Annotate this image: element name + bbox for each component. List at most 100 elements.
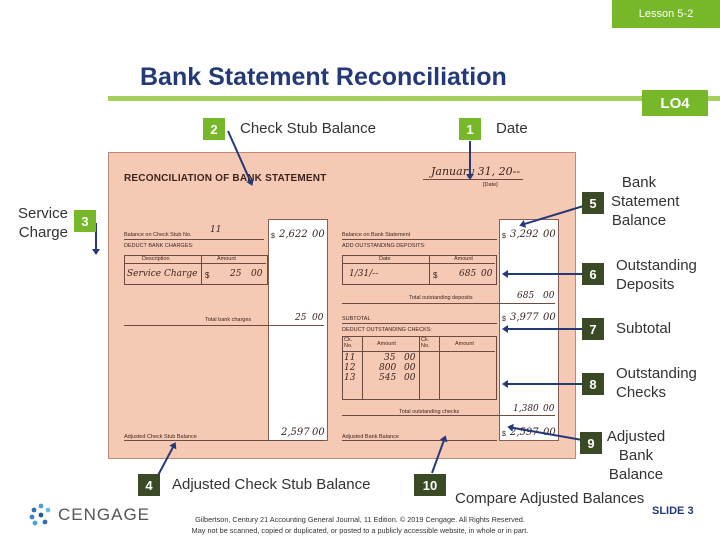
adj-bank-label: Adjusted Bank Balance [342,434,399,440]
callout-6-badge: 6 [582,263,604,285]
callout-5-badge: 5 [582,192,604,214]
check-1-dollars: 35 [384,353,396,363]
lo-badge: LO4 [642,90,708,116]
stub-balance-dollar-sign: $ [271,233,275,240]
reconciliation-form: RECONCILIATION OF BANK STATEMENT January… [108,152,576,459]
checks-header-line [342,351,495,352]
callout-2-badge: 2 [203,118,225,140]
date-label: [Date] [483,182,498,188]
callout-4-badge: 4 [138,474,160,496]
callout-2-label: Check Stub Balance [240,120,376,137]
copyright-line-2: May not be scanned, copied or duplicated… [191,526,529,535]
adj-bank-line [342,440,497,441]
checks-col-no-2: Ck. No. [421,337,430,349]
charges-divider [201,255,202,285]
deposits-divider [429,255,430,285]
deposit-cents: 00 [481,269,493,279]
callout-1-label: Date [496,120,528,137]
check-2-no: 12 [344,363,356,373]
deposits-table [342,255,497,285]
checks-col-no-1: Ck. No. [344,337,353,349]
stub-line [124,239,264,240]
callout-8-pointer [506,383,586,385]
charge-dollar-sign: $ [205,271,210,280]
total-deposits-dollars: 685 [517,291,535,301]
check-3-cents: 00 [404,373,416,383]
title-rule [108,96,720,101]
callout-9-badge: 9 [580,432,602,454]
total-checks-line [342,415,555,416]
charges-col-description: Description [142,256,170,262]
cengage-dot-logo-icon [28,503,54,527]
bank-balance-dollar-sign: $ [502,233,506,240]
add-deposits-label: ADD OUTSTANDING DEPOSITS: [342,243,426,249]
charges-header-line [124,263,266,264]
checks-divider-3 [439,336,440,400]
charge-description: Service Charge [127,269,198,279]
subtotal-dollar-sign: $ [502,316,506,323]
callout-3-label: Service Charge [17,205,68,241]
bank-balance-cents: 00 [543,229,556,240]
adj-stub-cents: 00 [312,427,325,438]
form-title: RECONCILIATION OF BANK STATEMENT [124,173,327,184]
charge-dollars: 25 [230,269,242,279]
check-3-dollars: 545 [379,373,397,383]
bank-balance-dollars: 3,292 [510,229,539,240]
bank-amount-column [499,219,559,441]
subtotal-line [342,323,497,324]
callout-10-badge: 10 [414,474,446,496]
check-2-cents: 00 [404,363,416,373]
total-deposits-cents: 00 [543,291,555,301]
deposit-dollars: 685 [459,269,477,279]
subtotal-dollars: 3,977 [510,312,539,323]
adj-stub-dollars: 2,597 [281,427,310,438]
total-checks-cents: 00 [543,404,555,414]
callout-7-pointer [506,328,586,330]
check-2-dollars: 800 [379,363,397,373]
stub-balance-cents: 00 [312,229,325,240]
charges-col-amount: Amount [217,256,236,262]
deposits-col-date: Date [379,256,391,262]
callout-1-pointer [469,141,471,176]
balance-stub-label: Balance on Check Stub No. [124,232,192,238]
checks-col-amount-2: Amount [455,341,474,347]
callout-8-badge: 8 [582,373,604,395]
callout-8-label: Outstanding Checks [616,365,697,401]
callout-7-label: Subtotal [616,320,672,337]
total-charges-cents: 00 [312,313,324,323]
total-deposits-label: Total outstanding deposits [409,295,473,301]
charge-cents: 00 [251,269,263,279]
callout-6-pointer [506,273,586,275]
slide-title: Bank Statement Reconciliation [140,63,507,91]
total-checks-dollars: 1,380 [513,404,539,414]
check-1-cents: 00 [404,353,416,363]
total-charges-dollars: 25 [295,313,307,323]
deduct-checks-label: DEDUCT OUTSTANDING CHECKS: [342,327,432,333]
lesson-tab: Lesson 5-2 [612,0,720,28]
total-checks-label: Total outstanding checks [399,409,460,415]
charges-table [124,255,268,285]
stub-balance-dollars: 2,622 [279,229,308,240]
checks-col-amount-1: Amount [377,341,396,347]
deposit-dollar-sign: $ [433,271,438,280]
callout-6-label: Outstanding Deposits [616,257,697,293]
adj-bank-dollars: 2,597 [510,427,539,438]
subtotal-cents: 00 [543,312,556,323]
callout-4-label: Adjusted Check Stub Balance [172,476,371,493]
adj-stub-label: Adjusted Check Stub Balance [124,434,197,440]
adj-bank-dollar-sign: $ [502,431,506,438]
callout-10-label: Compare Adjusted Balances [455,490,645,507]
check-1-no: 11 [344,353,356,363]
checks-divider-1 [362,336,363,400]
check-3-no: 13 [344,373,356,383]
copyright-notice: Gilbertson, Century 21 Accounting Genera… [140,514,580,536]
stub-number: 11 [210,225,222,235]
stub-amount-column [268,219,328,441]
total-charges-label: Total bank charges [205,317,252,323]
bank-balance-line [342,239,497,240]
adj-stub-line [124,440,324,441]
brand-name: CENGAGE [58,505,151,524]
copyright-line-1: Gilbertson, Century 21 Accounting Genera… [195,515,525,524]
deposits-header-line [342,263,495,264]
callout-7-badge: 7 [582,318,604,340]
